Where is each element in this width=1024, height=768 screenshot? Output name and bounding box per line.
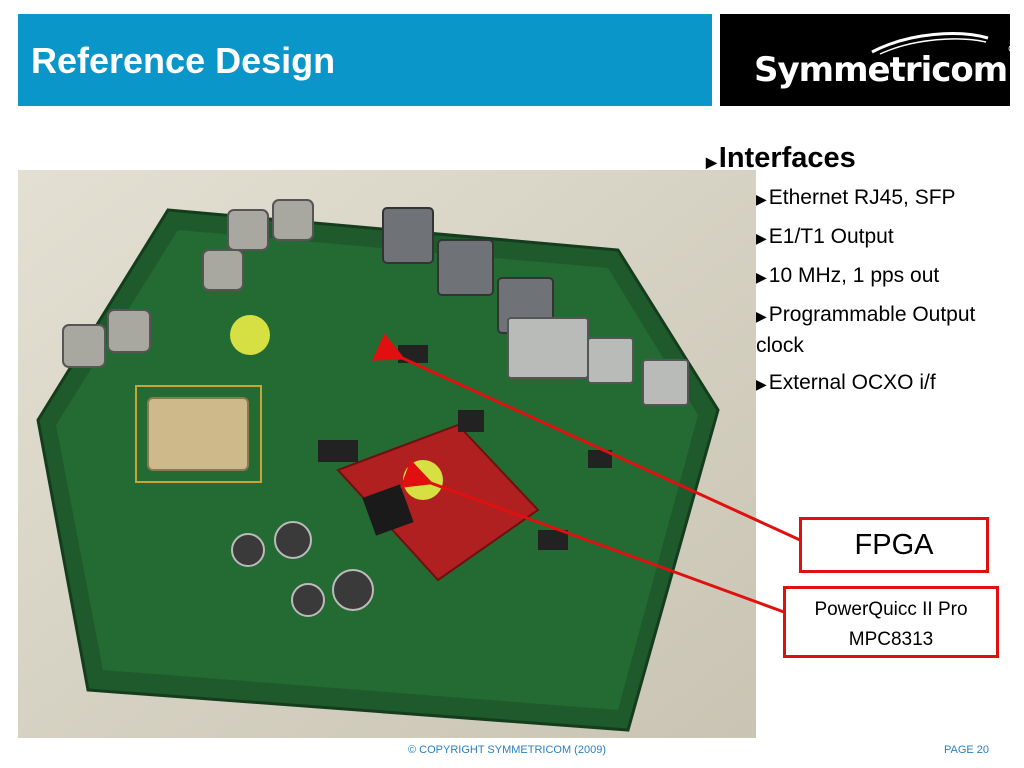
logo-swoosh-icon — [871, 32, 989, 55]
bullet-item: ▶External OCXO i/f — [756, 371, 936, 394]
title-bar: Reference Design — [18, 14, 712, 106]
bullet-item: ▶E1/T1 Output — [756, 225, 894, 248]
bullet-item: ▶Programmable Output clock — [756, 303, 976, 357]
bullet-triangle-icon: ▶ — [756, 376, 767, 392]
bullet-triangle-icon: ▶ — [756, 191, 767, 207]
company-logo: Symmetricom® — [720, 14, 1017, 106]
bullet-list: ▶Interfaces ▶Ethernet RJ45, SFP ▶E1/T1 O… — [706, 142, 1016, 399]
board-photo — [18, 170, 756, 738]
logo-wordmark: Symmetricom® — [754, 44, 1017, 90]
footer-copyright: © COPYRIGHT SYMMETRICOM (2009) — [408, 744, 606, 756]
bullet-triangle-icon: ▶ — [756, 269, 767, 285]
cpu-callout-line1: PowerQuicc II Pro — [814, 599, 968, 620]
bullet-triangle-icon: ▶ — [756, 230, 767, 246]
slide-title: Reference Design — [31, 40, 336, 81]
cpu-callout: PowerQuicc II Pro MPC8313 — [783, 586, 999, 658]
footer-page-number: PAGE 20 — [944, 744, 990, 756]
fpga-callout: FPGA — [799, 517, 989, 573]
bullet-heading: ▶Interfaces — [706, 142, 856, 174]
cpu-callout-line2: MPC8313 — [848, 629, 934, 650]
bullet-triangle-icon: ▶ — [706, 154, 717, 170]
bullet-item: ▶10 MHz, 1 pps out — [756, 264, 940, 287]
bullet-triangle-icon: ▶ — [756, 308, 767, 324]
fpga-arrow — [371, 333, 801, 542]
cpu-arrow — [400, 459, 785, 614]
bullet-item: ▶Ethernet RJ45, SFP — [756, 186, 956, 209]
